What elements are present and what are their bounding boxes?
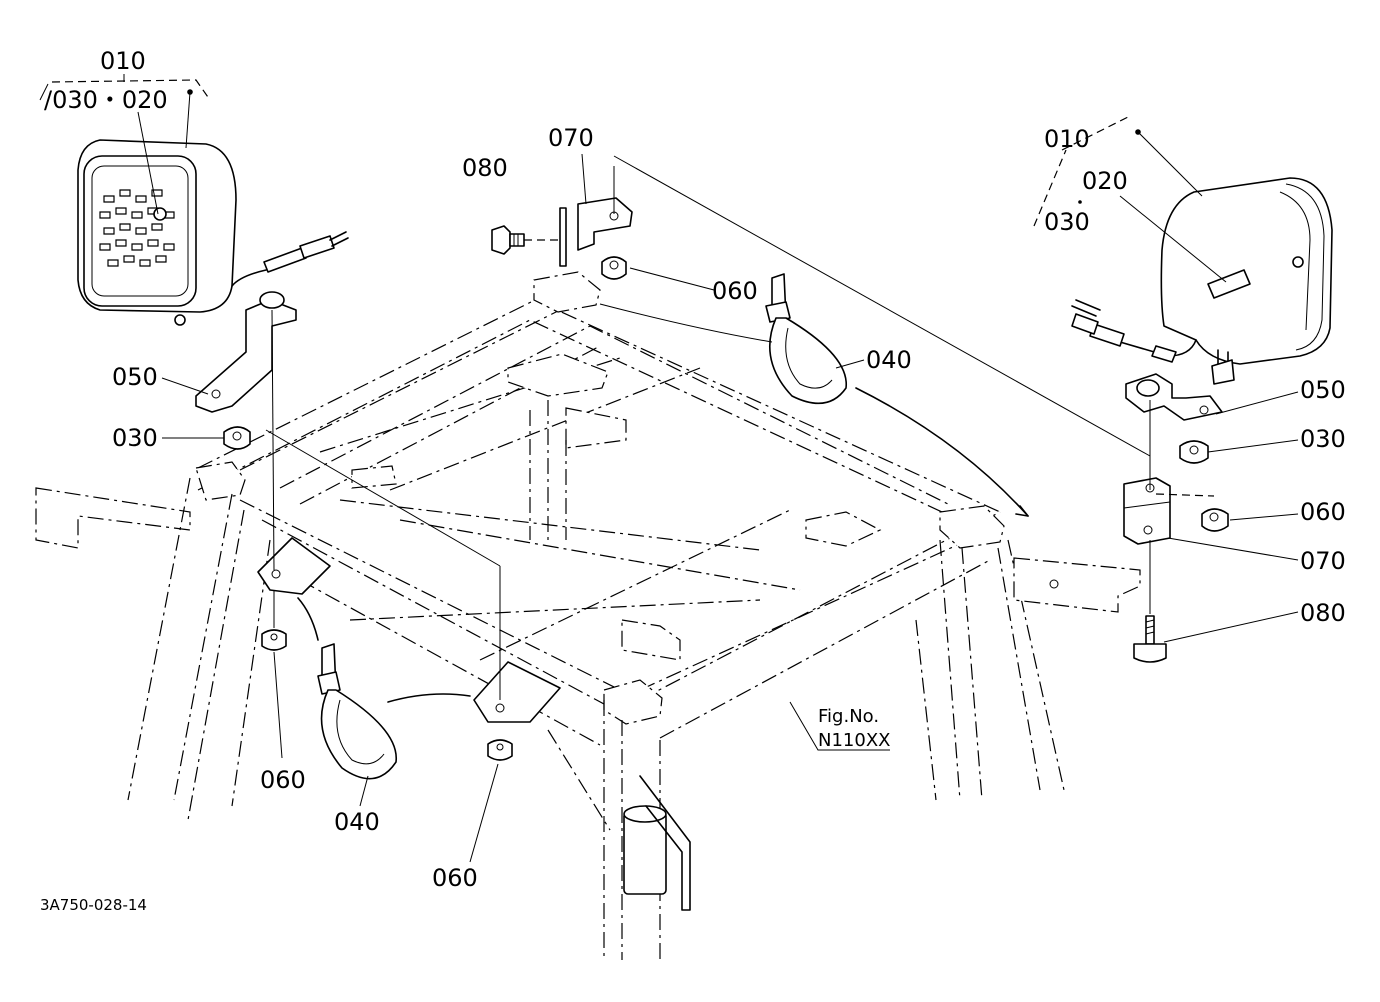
assembly-lines <box>265 155 1151 703</box>
right-nut-060 <box>1201 508 1229 532</box>
drawing-code: 3A750-028-14 <box>40 896 147 914</box>
left-lamp-assembly-label: 010 <box>100 47 146 75</box>
center-cable-tie-040 <box>765 273 847 405</box>
callout-040-left: 040 <box>334 808 380 836</box>
callout-060-right: 060 <box>1300 498 1346 526</box>
left-cable-tie-040 <box>317 643 397 780</box>
right-nut-030 <box>1179 440 1209 464</box>
leader-lines <box>39 74 1299 863</box>
callout-080-top: 080 <box>462 154 508 182</box>
hinge-post <box>623 775 691 911</box>
cab-frame <box>35 271 1141 960</box>
left-lamp-sub-label: /030・020 <box>44 86 168 114</box>
callout-080-right: 080 <box>1300 599 1346 627</box>
callout-060-bottom: 060 <box>432 864 478 892</box>
left-work-lamp <box>77 139 349 326</box>
left-mount-plate <box>257 537 331 595</box>
top-nut-060 <box>601 256 627 280</box>
bottom-nut-060 <box>487 739 513 761</box>
right-bracket-050 <box>1125 373 1223 421</box>
callout-050-right: 050 <box>1300 376 1346 404</box>
left-nut-060 <box>261 629 287 651</box>
callout-030-right: 030 <box>1300 425 1346 453</box>
right-work-lamp <box>1071 177 1333 385</box>
right-bracket-070 <box>1123 477 1215 545</box>
right-lamp-sub-a-label: 020 <box>1082 167 1128 195</box>
top-bolt-080 <box>491 225 560 255</box>
top-bracket-070 <box>559 197 633 267</box>
fig-label: Fig.No. <box>818 706 879 727</box>
right-lamp-assembly-label: 010 <box>1044 125 1090 153</box>
callout-050-left: 050 <box>112 363 158 391</box>
right-lamp-sub-b-label: 030 <box>1044 208 1090 236</box>
left-nut-030 <box>223 426 251 450</box>
lamp-lens-pattern <box>99 189 175 267</box>
callout-030-left: 030 <box>112 424 158 452</box>
callout-060-left: 060 <box>260 766 306 794</box>
center-mount-plate <box>473 661 561 723</box>
callout-060-top: 060 <box>712 277 758 305</box>
left-bracket-050 <box>195 291 297 413</box>
callout-070-right: 070 <box>1300 547 1346 575</box>
callout-070-top: 070 <box>548 124 594 152</box>
callout-labels: 010 /030・020 010 020 030 070 080 060 040… <box>40 47 1346 914</box>
right-bolt-080 <box>1133 615 1167 663</box>
fig-number: N110XX <box>818 730 890 751</box>
callout-040-center: 040 <box>866 346 912 374</box>
